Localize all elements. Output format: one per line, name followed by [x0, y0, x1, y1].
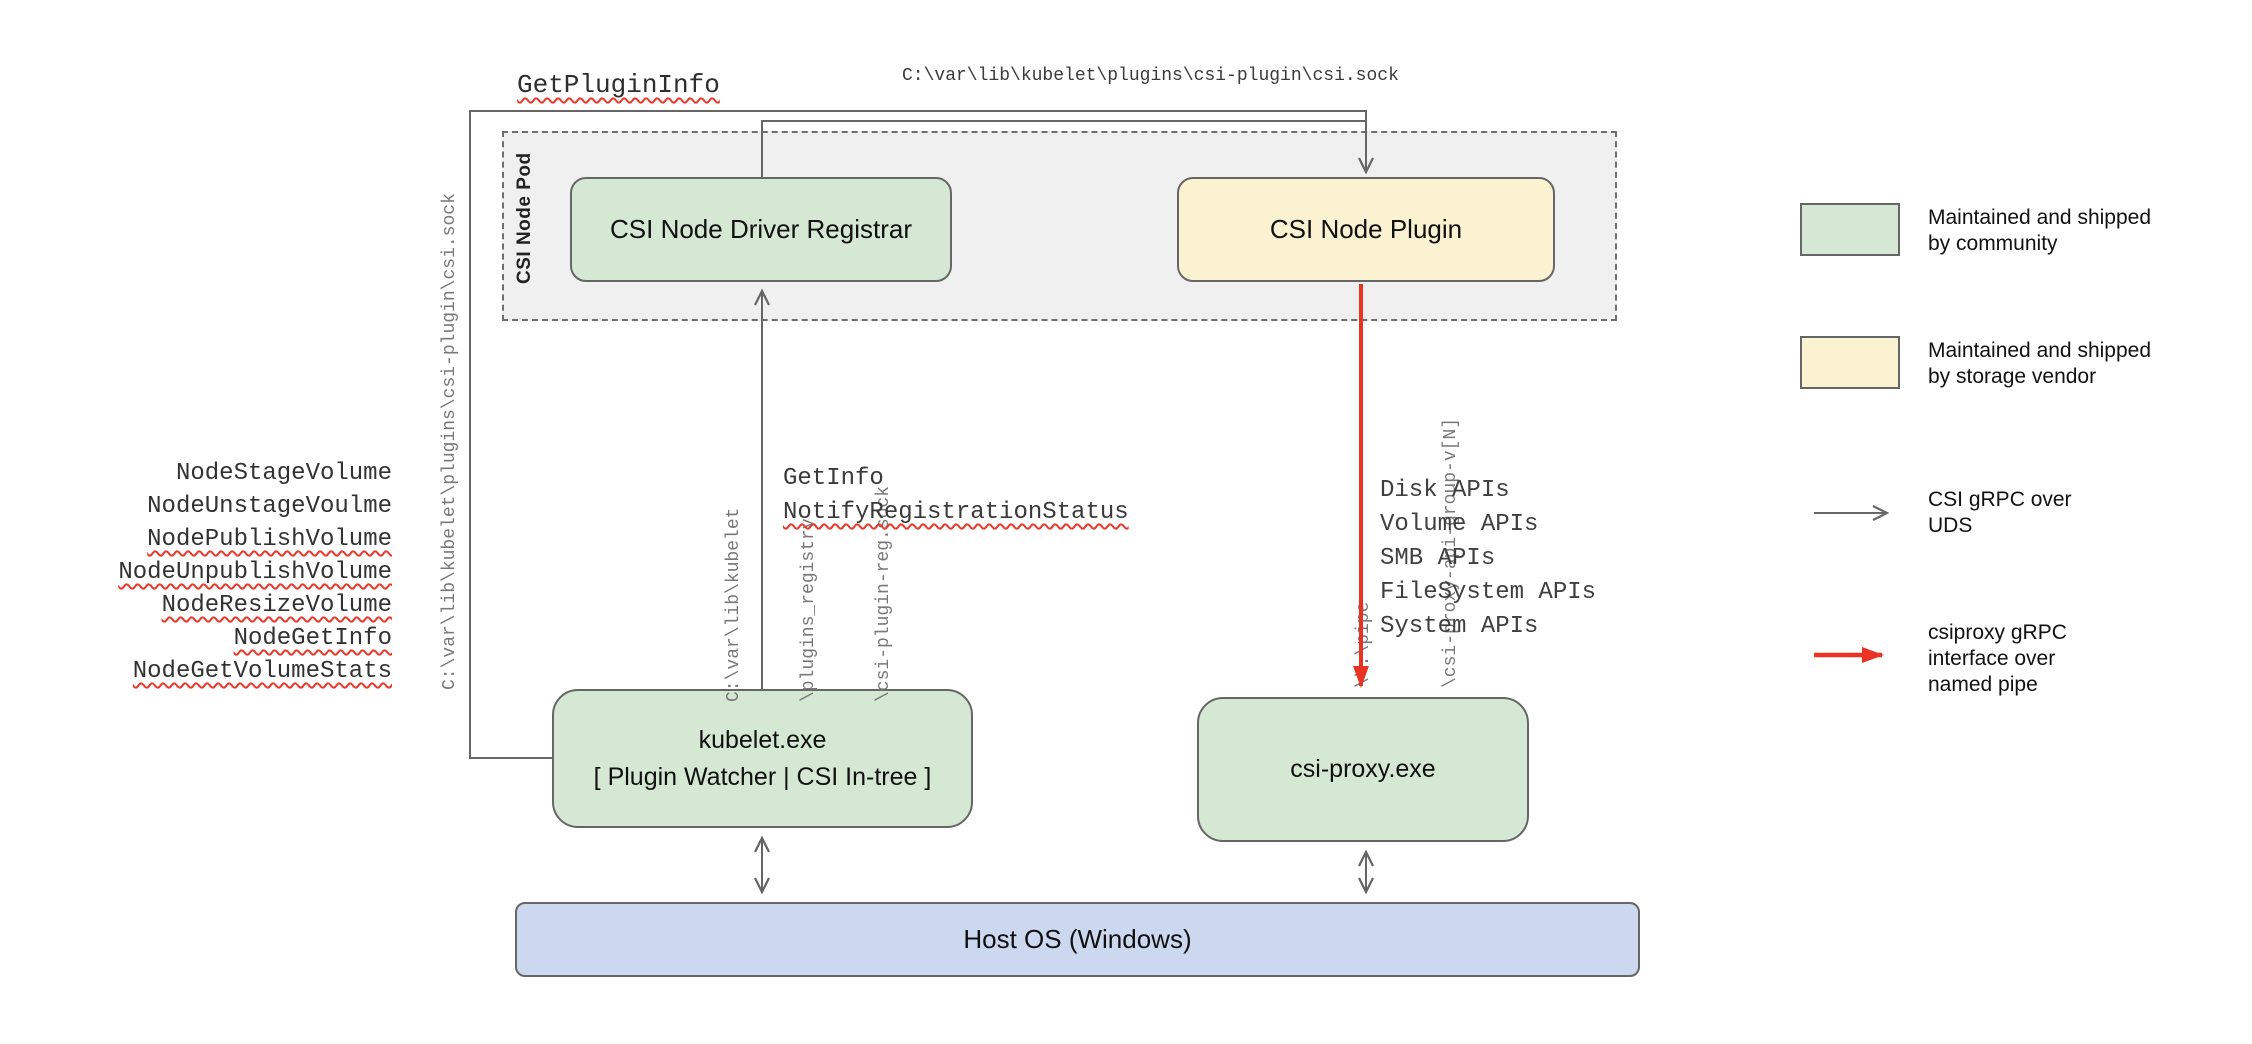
- proxy-api-item: SMB APIs: [1380, 545, 1496, 572]
- node-rpc-list: NodeStageVolume NodeUnstageVoulme NodePu…: [80, 457, 392, 688]
- legend-vendor-swatch: [1800, 336, 1900, 389]
- csi-sock-path-top: C:\var\lib\kubelet\plugins\csi-plugin\cs…: [902, 66, 1399, 86]
- node-rpc-item: NodeStageVolume: [175, 460, 392, 487]
- node-rpc-item: NodeGetVolumeStats: [132, 658, 392, 685]
- csi-node-plugin-box: CSI Node Plugin: [1177, 177, 1555, 282]
- proxy-api-list: Disk APIs Volume APIs SMB APIs FileSyste…: [1380, 474, 1596, 644]
- node-rpc-item: NodeUnstageVoulme: [147, 493, 392, 520]
- proxy-api-item: Volume APIs: [1380, 511, 1539, 538]
- legend-namedpipe-text: csiproxy gRPC interface over named pipe: [1928, 621, 2067, 696]
- named-pipe-line: \\.\pipe: [1354, 601, 1374, 688]
- proxy-api-item: FileSystem APIs: [1380, 579, 1597, 606]
- registry-sock-line: C:\var\lib\kubelet: [724, 507, 744, 702]
- host-os-label: Host OS (Windows): [963, 924, 1192, 954]
- node-rpc-item: NodeResizeVolume: [161, 592, 392, 619]
- kubelet-label-line2: [ Plugin Watcher | CSI In-tree ]: [593, 762, 932, 791]
- proxy-api-item: System APIs: [1380, 613, 1539, 640]
- get-plugin-info-label: GetPluginInfo: [517, 70, 720, 100]
- node-rpc-item: NodeUnpublishVolume: [118, 559, 392, 586]
- proxy-api-item: Disk APIs: [1380, 477, 1510, 504]
- csi-node-driver-registrar-box: CSI Node Driver Registrar: [570, 177, 952, 282]
- csi-node-plugin-label: CSI Node Plugin: [1269, 214, 1463, 244]
- csi-sock-path-left: C:\var\lib\kubelet\plugins\csi-plugin\cs…: [440, 193, 460, 690]
- node-rpc-item: NodeGetInfo: [233, 625, 392, 652]
- csi-node-pod-label: CSI Node Pod: [514, 152, 535, 284]
- get-info-label: GetInfo: [783, 465, 884, 492]
- legend-community-swatch: [1800, 203, 1900, 256]
- legend-community-text: Maintained and shipped by community: [1928, 206, 2152, 255]
- csi-node-driver-registrar-label: CSI Node Driver Registrar: [610, 214, 912, 244]
- notify-registration-status-label: NotifyRegistrationStatus: [783, 499, 1129, 526]
- node-rpc-item: NodePublishVolume: [147, 526, 392, 553]
- kubelet-label-line1: kubelet.exe: [698, 725, 827, 754]
- kubelet-box: kubelet.exe [ Plugin Watcher | CSI In-tr…: [552, 689, 973, 828]
- csi-proxy-box: csi-proxy.exe: [1197, 697, 1529, 842]
- host-os-box: Host OS (Windows): [515, 902, 1640, 977]
- legend-vendor-text: Maintained and shipped by storage vendor: [1928, 339, 2152, 388]
- csi-proxy-label: csi-proxy.exe: [1290, 755, 1436, 783]
- legend-uds-text: CSI gRPC over UDS: [1928, 488, 2072, 537]
